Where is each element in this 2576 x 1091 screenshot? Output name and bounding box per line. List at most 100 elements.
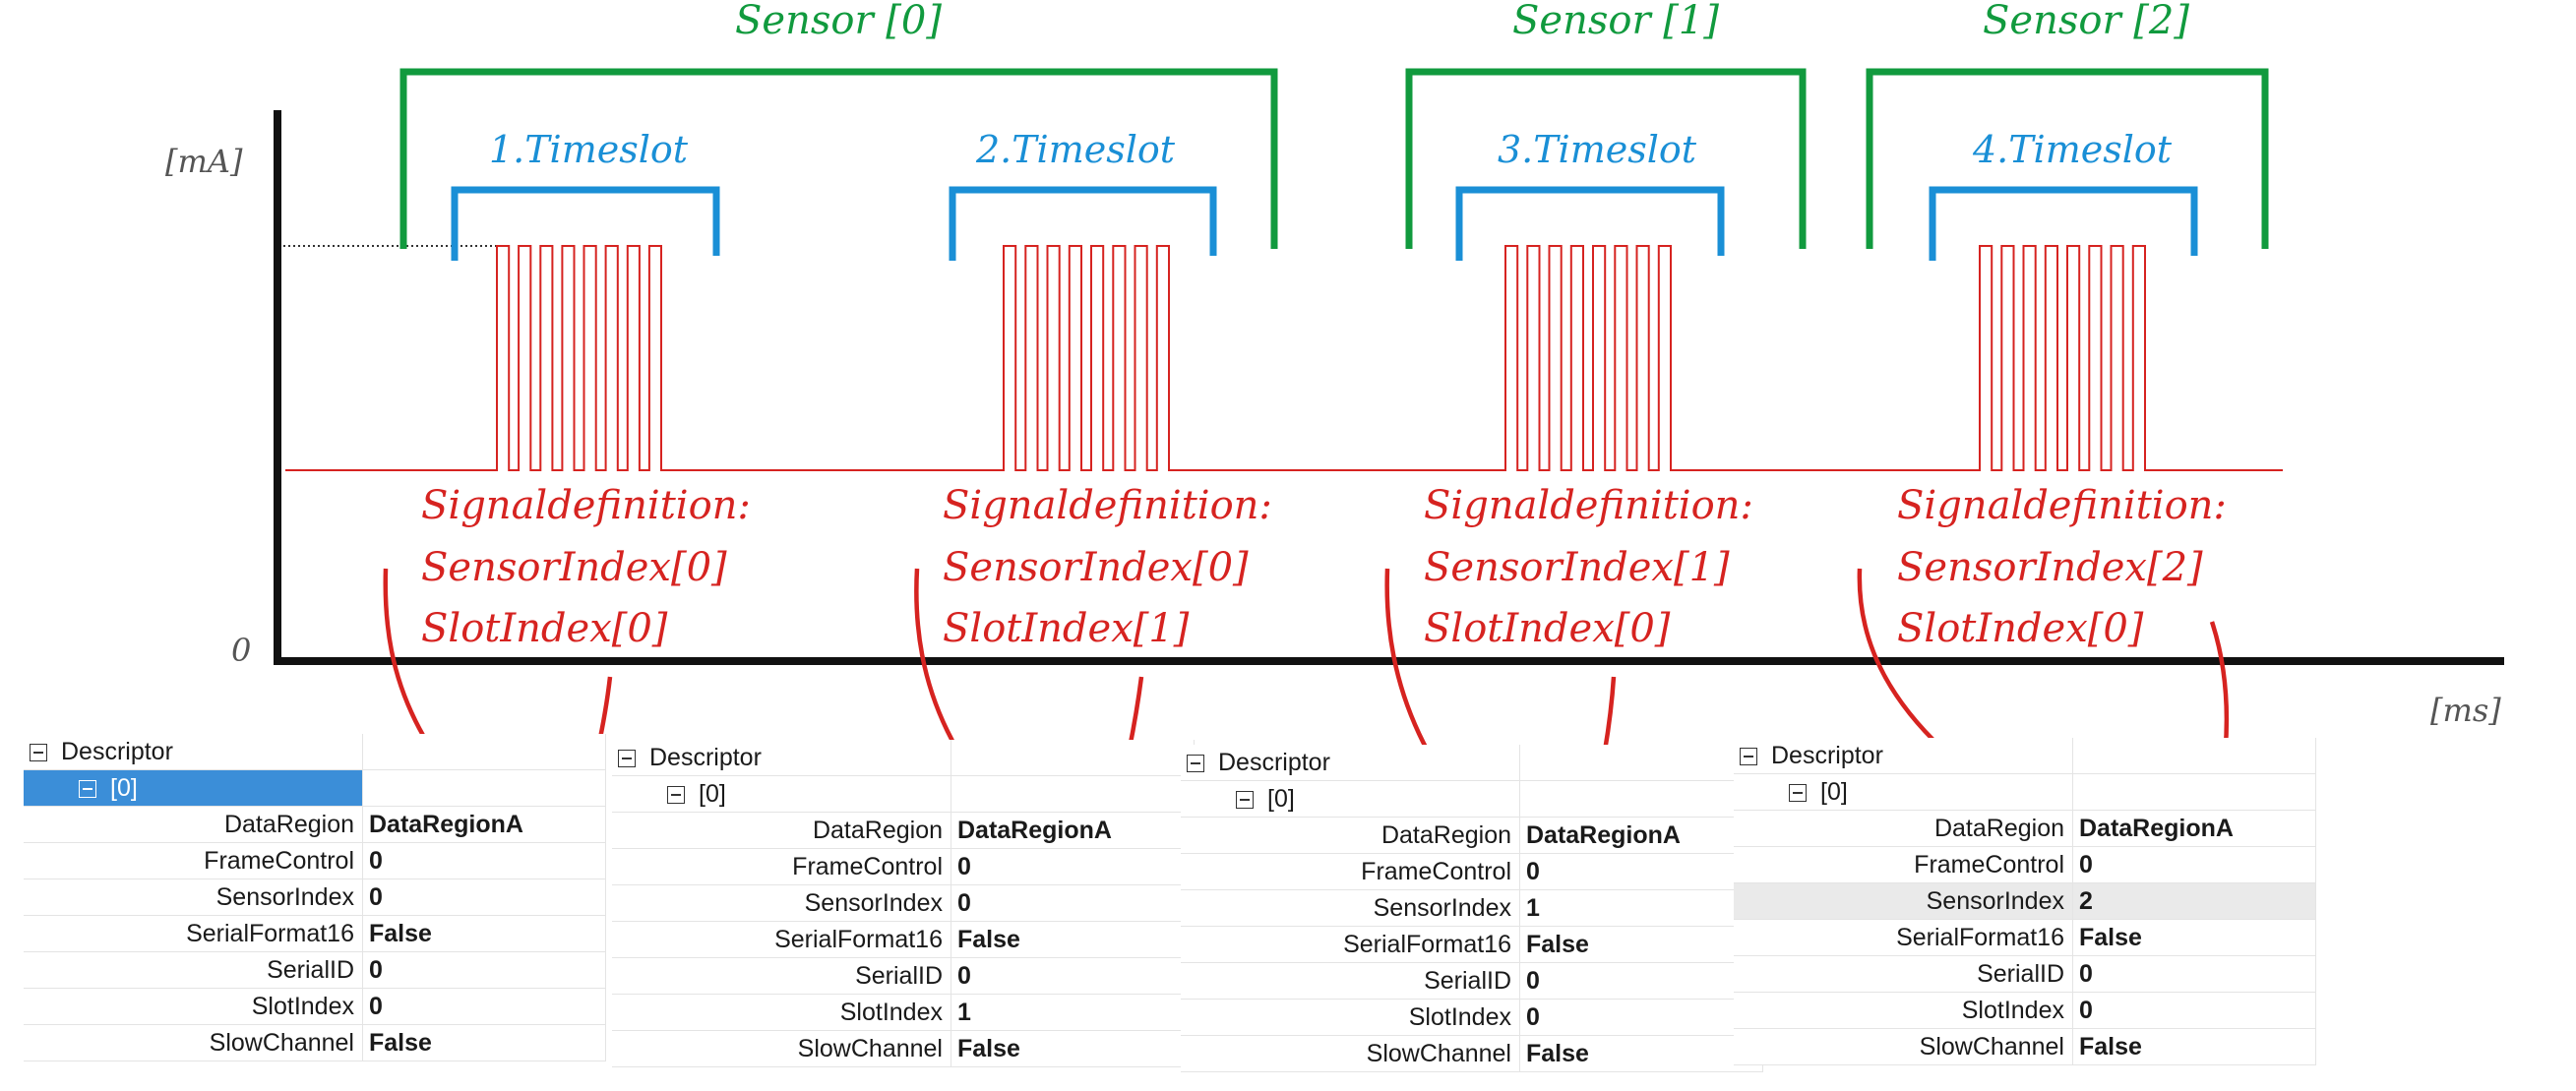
property-name[interactable]: DataRegion — [1181, 817, 1520, 854]
property-value[interactable]: 1 — [951, 994, 1195, 1031]
property-name[interactable]: DataRegion — [612, 812, 951, 849]
property-value[interactable]: False — [2072, 1028, 2316, 1065]
collapse-toggle-icon[interactable] — [618, 749, 636, 767]
property-value[interactable]: False — [951, 921, 1195, 958]
property-name[interactable]: DataRegion — [1734, 810, 2073, 847]
property-name[interactable]: SerialFormat16 — [612, 921, 951, 958]
property-name[interactable]: SerialFormat16 — [1181, 926, 1520, 963]
property-value[interactable]: 0 — [1519, 853, 1763, 890]
property-value[interactable]: 0 — [951, 957, 1195, 995]
property-value[interactable]: False — [362, 915, 606, 952]
property-name[interactable]: SerialID — [24, 951, 363, 989]
property-value[interactable]: 0 — [2072, 846, 2316, 883]
property-value[interactable]: 0 — [2072, 955, 2316, 993]
collapse-toggle-icon[interactable] — [667, 785, 685, 804]
property-value[interactable]: DataRegionA — [951, 812, 1195, 849]
property-value[interactable]: False — [362, 1024, 606, 1061]
collapse-toggle-icon[interactable] — [1789, 783, 1807, 802]
property-name[interactable]: SensorIndex — [24, 879, 363, 916]
collapse-toggle-icon[interactable] — [1740, 747, 1757, 765]
property-value[interactable]: DataRegionA — [2072, 810, 2316, 847]
property-value[interactable]: 0 — [362, 988, 606, 1025]
property-name[interactable]: SensorIndex — [612, 884, 951, 922]
property-value[interactable]: 0 — [2072, 992, 2316, 1029]
property-value[interactable]: DataRegionA — [1519, 817, 1763, 854]
property-value[interactable]: 0 — [1519, 999, 1763, 1036]
property-name[interactable]: SerialID — [1181, 962, 1520, 1000]
property-value[interactable]: 0 — [362, 879, 606, 916]
property-value[interactable]: 0 — [362, 951, 606, 989]
property-name[interactable]: DataRegion — [24, 806, 363, 843]
property-value[interactable]: 2 — [2072, 882, 2316, 920]
tree-item-row[interactable]: [0] — [612, 775, 1195, 813]
tree-root-row[interactable]: Descriptor — [612, 740, 1195, 776]
property-name[interactable]: SerialID — [612, 957, 951, 995]
property-name[interactable]: SlowChannel — [1181, 1035, 1520, 1072]
property-name[interactable]: SerialFormat16 — [1734, 919, 2073, 956]
tree-root-row[interactable]: Descriptor — [1734, 738, 2316, 774]
tree-item-row[interactable]: [0] — [1181, 780, 1763, 818]
property-value[interactable]: 0 — [951, 848, 1195, 885]
property-name[interactable]: SensorIndex — [1734, 882, 2073, 920]
property-value[interactable]: DataRegionA — [362, 806, 606, 843]
property-value[interactable]: False — [1519, 1035, 1763, 1072]
property-value[interactable]: 0 — [362, 842, 606, 879]
property-value[interactable]: 0 — [951, 884, 1195, 922]
collapse-toggle-icon[interactable] — [79, 779, 96, 798]
property-value[interactable]: False — [1519, 926, 1763, 963]
property-value[interactable]: 0 — [1519, 962, 1763, 1000]
property-name[interactable]: SlotIndex — [24, 988, 363, 1025]
property-name[interactable]: SlowChannel — [612, 1030, 951, 1067]
property-value[interactable]: 1 — [1519, 889, 1763, 927]
property-name[interactable]: SlowChannel — [24, 1024, 363, 1061]
property-name[interactable]: SlowChannel — [1734, 1028, 2073, 1065]
tree-item-row[interactable]: [0] — [24, 769, 606, 807]
tree-root-row[interactable]: Descriptor — [24, 734, 606, 770]
property-name[interactable]: FrameControl — [1181, 853, 1520, 890]
property-value[interactable]: False — [2072, 919, 2316, 956]
property-name[interactable]: SlotIndex — [612, 994, 951, 1031]
tree-root-row[interactable]: Descriptor — [1181, 745, 1763, 781]
property-name[interactable]: SlotIndex — [1181, 999, 1520, 1036]
property-name[interactable]: SensorIndex — [1181, 889, 1520, 927]
property-name[interactable]: FrameControl — [1734, 846, 2073, 883]
property-name[interactable]: FrameControl — [24, 842, 363, 879]
property-name[interactable]: FrameControl — [612, 848, 951, 885]
collapse-toggle-icon[interactable] — [1187, 754, 1204, 772]
property-name[interactable]: SlotIndex — [1734, 992, 2073, 1029]
tree-item-row[interactable]: [0] — [1734, 773, 2316, 811]
property-name[interactable]: SerialFormat16 — [24, 915, 363, 952]
